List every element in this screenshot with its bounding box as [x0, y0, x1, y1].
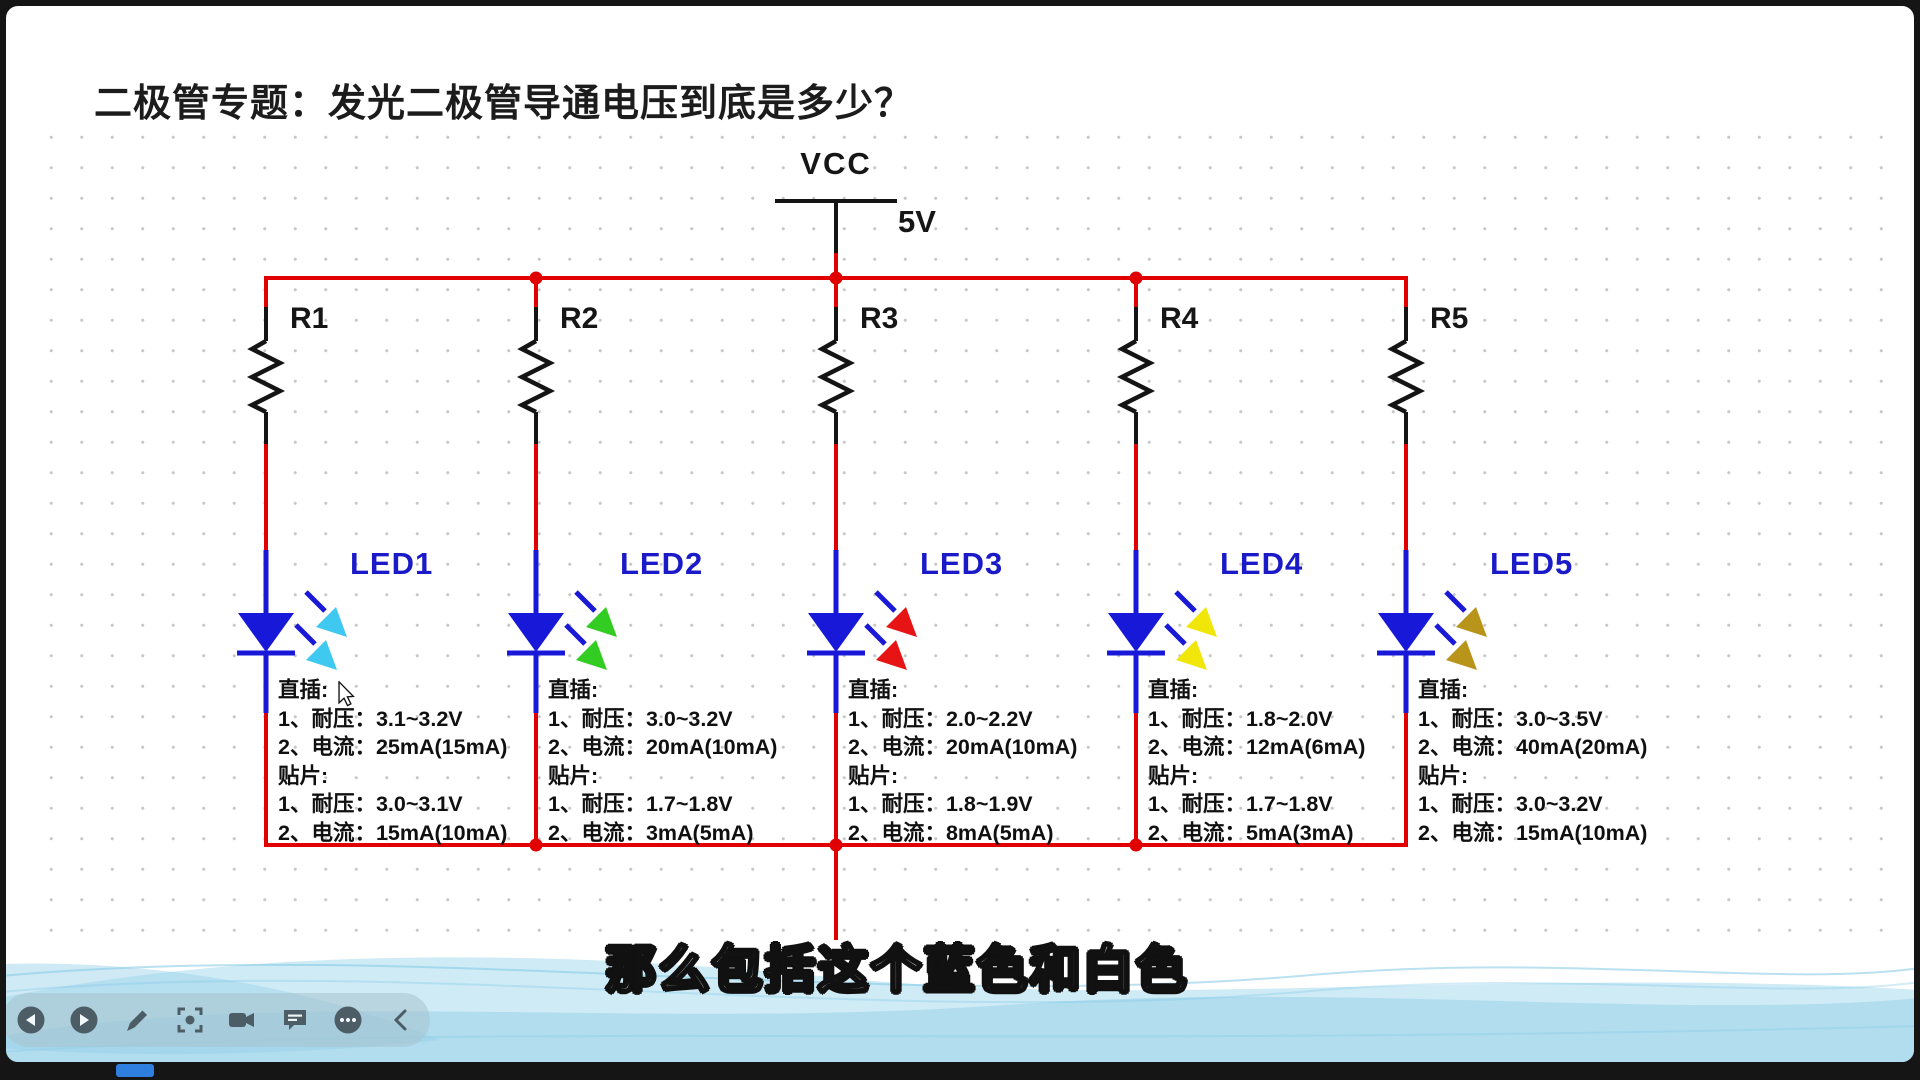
spec-line: 2、电流：5mA(3mA) [1148, 820, 1354, 845]
emission-arrow-icon [1434, 623, 1477, 670]
spec-line: 直插: [1418, 678, 1469, 702]
spec-line: 2、电流：40mA(20mA) [1418, 735, 1648, 760]
spec-line: 2、电流：8mA(5mA) [848, 820, 1054, 845]
circuit-schematic [237, 199, 1487, 940]
spec-line: 贴片: [1148, 763, 1199, 788]
emission-arrow-icon [294, 623, 337, 670]
spec-line: 1、耐压：1.8~2.0V [1148, 706, 1333, 731]
spec-line: 1、耐压：1.7~1.8V [548, 792, 733, 817]
emission-arrow-icon [864, 623, 907, 670]
spec-line: 1、耐压：1.8~1.9V [848, 792, 1033, 817]
mouse-cursor-icon [338, 681, 355, 707]
previous-button[interactable] [16, 1005, 46, 1035]
spec-line: 2、电流：12mA(6mA) [1148, 735, 1366, 760]
bottom-bar-accent [116, 1064, 154, 1077]
resistor-symbol [1386, 339, 1426, 415]
spec-line: 2、电流：20mA(10mA) [848, 735, 1078, 760]
resistor-ref-r1: R1 [290, 302, 329, 335]
led2-specs: 直插: 1、耐压：3.0~3.2V 2、电流：20mA(10mA) 贴片: 1、… [548, 676, 777, 848]
spec-line: 2、电流：25mA(15mA) [278, 735, 508, 760]
junction-dots [529, 271, 1143, 852]
emission-arrow-icon [1174, 590, 1217, 637]
resistor-symbol [246, 339, 286, 415]
resistor-ref-r2: R2 [560, 302, 599, 335]
spec-line: 贴片: [848, 763, 899, 788]
led-symbol [1378, 613, 1434, 652]
comment-bubble-icon[interactable] [280, 1005, 310, 1035]
spec-line: 1、耐压：3.0~3.2V [1418, 792, 1603, 817]
spec-line: 贴片: [278, 763, 329, 788]
led-ref-led3: LED3 [920, 546, 1004, 581]
circuit-branch-4 [1107, 276, 1217, 847]
collapse-chevron-icon[interactable] [386, 1005, 416, 1035]
spec-line: 直插: [548, 678, 599, 702]
resistor-symbol [516, 339, 556, 415]
player-toolbar [6, 993, 430, 1047]
spec-line: 1、耐压：1.7~1.8V [1148, 792, 1333, 817]
circuit-branch-1 [237, 276, 347, 847]
page-title: 二极管专题：发光二极管导通电压到底是多少？ [94, 83, 914, 125]
resistor-ref-r4: R4 [1160, 302, 1199, 335]
vcc-power-symbol [775, 199, 897, 280]
led-symbol [508, 613, 564, 652]
spec-line: 直插: [848, 678, 899, 702]
emission-arrow-icon [1164, 623, 1207, 670]
spec-line: 2、电流：15mA(10mA) [1418, 820, 1648, 845]
emission-arrow-icon [564, 623, 607, 670]
led-symbol [238, 613, 294, 652]
spec-line: 2、电流：20mA(10mA) [548, 735, 778, 760]
edit-pencil-icon[interactable] [122, 1005, 152, 1035]
spec-line: 贴片: [1418, 763, 1469, 788]
led-ref-led2: LED2 [620, 546, 704, 581]
schematic-stage: 二极管专题：发光二极管导通电压到底是多少？ [6, 6, 1914, 1062]
voltage-label: 5V [898, 204, 936, 239]
more-options-button[interactable] [333, 1005, 363, 1035]
led-ref-led4: LED4 [1220, 546, 1304, 581]
resistor-symbol [816, 339, 856, 415]
circuit-branch-3 [807, 276, 917, 847]
play-button[interactable] [69, 1005, 99, 1035]
led-symbol [808, 613, 864, 652]
video-frame: 二极管专题：发光二极管导通电压到底是多少？ [6, 6, 1914, 1062]
camera-record-icon[interactable] [227, 1005, 257, 1035]
led-ref-led1: LED1 [350, 546, 434, 581]
emission-arrow-icon [574, 590, 617, 637]
spec-line: 贴片: [548, 763, 599, 788]
circuit-branch-5 [1377, 276, 1487, 847]
led1-specs: 直插: 1、耐压：3.1~3.2V 2、电流：25mA(15mA) 贴片: 1、… [278, 676, 507, 848]
led5-specs: 直插: 1、耐压：3.0~3.5V 2、电流：40mA(20mA) 贴片: 1、… [1418, 676, 1647, 848]
spec-line: 2、电流：15mA(10mA) [278, 820, 508, 845]
led-ref-led5: LED5 [1490, 546, 1574, 581]
spec-line: 1、耐压：3.0~3.2V [548, 706, 733, 731]
spec-line: 1、耐压：3.0~3.5V [1418, 706, 1603, 731]
spec-line: 1、耐压：3.0~3.1V [278, 792, 463, 817]
spec-line: 直插: [278, 678, 329, 702]
emission-arrow-icon [874, 590, 917, 637]
video-subtitle: 那么包括这个蓝色和白色 [605, 941, 1189, 999]
spec-line: 直插: [1148, 678, 1199, 702]
spec-line: 1、耐压：3.1~3.2V [278, 706, 463, 731]
resistor-symbol [1116, 339, 1156, 415]
vcc-net-label: VCC [800, 146, 872, 181]
grid-dots [30, 112, 1900, 957]
emission-arrow-icon [304, 590, 347, 637]
spec-line: 2、电流：3mA(5mA) [548, 820, 754, 845]
resistor-ref-r5: R5 [1430, 302, 1469, 335]
led4-specs: 直插: 1、耐压：1.8~2.0V 2、电流：12mA(6mA) 贴片: 1、耐… [1148, 676, 1365, 848]
focus-capture-icon[interactable] [175, 1005, 205, 1035]
circuit-branch-2 [507, 276, 617, 847]
resistor-ref-r3: R3 [860, 302, 899, 335]
led3-specs: 直插: 1、耐压：2.0~2.2V 2、电流：20mA(10mA) 贴片: 1、… [848, 676, 1077, 848]
spec-line: 1、耐压：2.0~2.2V [848, 706, 1033, 731]
led-symbol [1108, 613, 1164, 652]
emission-arrow-icon [1444, 590, 1487, 637]
